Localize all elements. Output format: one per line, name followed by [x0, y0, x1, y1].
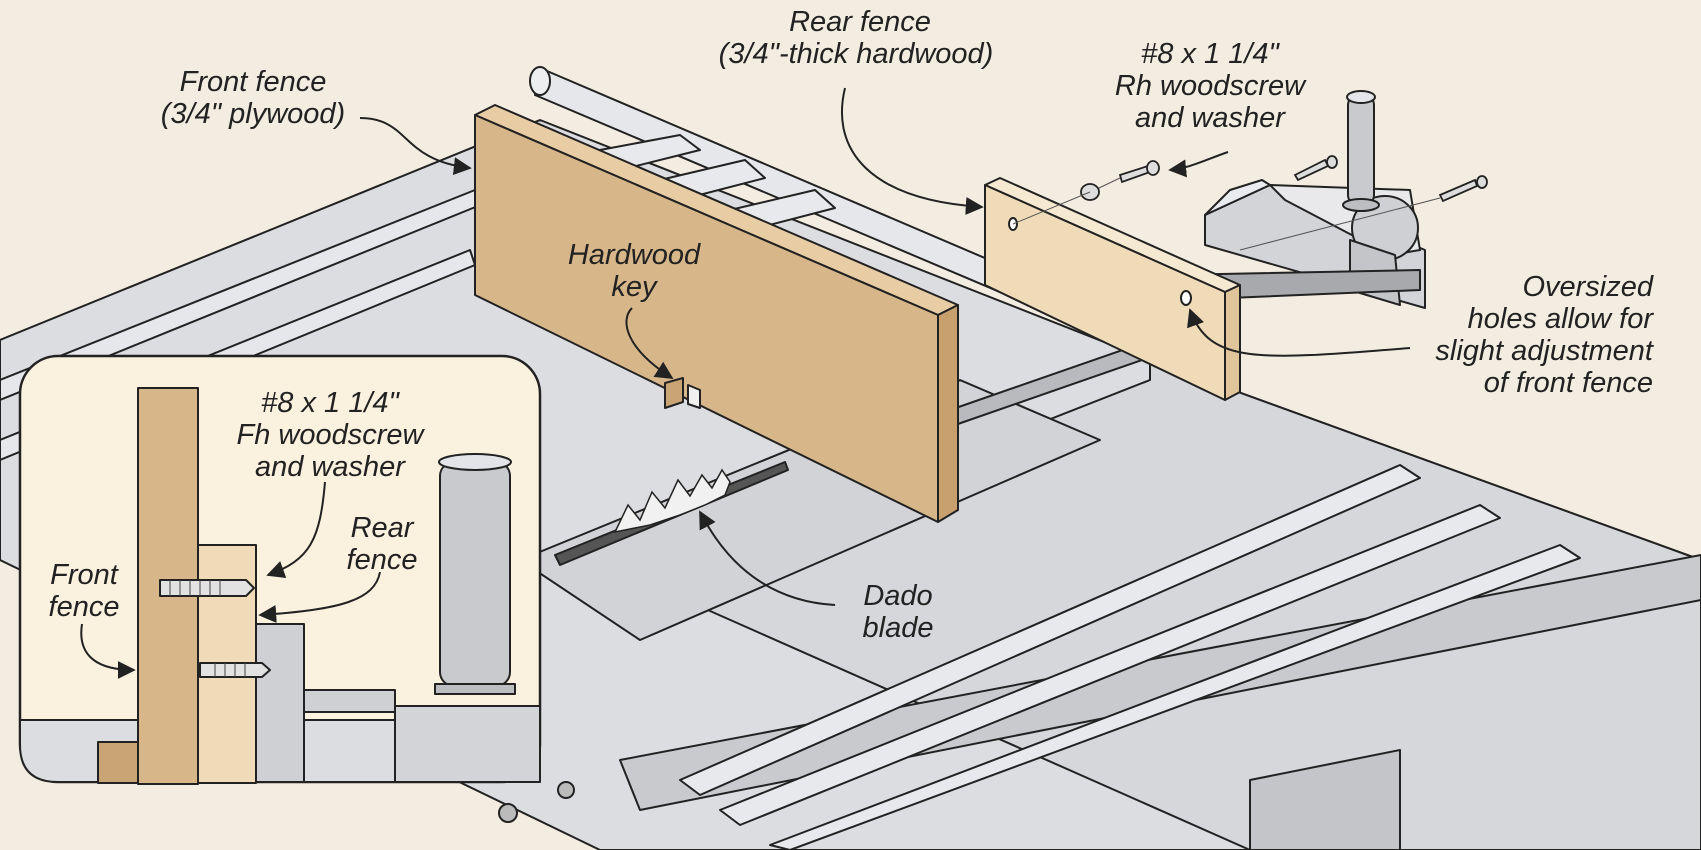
label-inset-rear-fence-2: fence — [347, 544, 418, 576]
rear-fence — [984, 177, 1241, 401]
inset-handle — [439, 461, 511, 687]
label-oversized-1: Oversized — [1522, 271, 1653, 303]
label-rh-screw-3: and washer — [1135, 102, 1286, 134]
leader-lines — [80, 87, 1411, 679]
dado-blade — [613, 468, 731, 534]
miter-gauge — [1169, 90, 1426, 309]
label-rear-fence-2: (3/4"-thick hardwood) — [719, 38, 994, 70]
label-oversized-3: slight adjustment — [1435, 335, 1655, 367]
front-fence — [474, 104, 959, 523]
label-oversized-2: holes allow for — [1468, 303, 1655, 335]
labels: Front fence (3/4" plywood) Rear fence (3… — [49, 6, 1655, 644]
label-front-fence-2: (3/4" plywood) — [161, 98, 345, 130]
label-inset-fh-screw-2: Fh woodscrew — [237, 419, 426, 451]
label-inset-front-fence-1: Front — [50, 559, 120, 591]
label-rh-screw-1: #8 x 1 1/4" — [1141, 38, 1280, 70]
inset-detail — [18, 354, 542, 785]
screw-alignment-lines — [1012, 177, 1441, 251]
label-front-fence-1: Front fence — [180, 66, 327, 98]
label-dado-1: Dado — [863, 580, 932, 612]
label-inset-fh-screw-3: and washer — [255, 451, 406, 483]
label-oversized-4: of front fence — [1484, 367, 1653, 399]
label-rear-fence-1: Rear fence — [789, 6, 931, 38]
label-dado-2: blade — [863, 612, 934, 644]
label-hardwood-key-2: key — [611, 271, 658, 303]
label-inset-front-fence-2: fence — [49, 591, 120, 623]
label-inset-fh-screw-1: #8 x 1 1/4" — [261, 387, 400, 419]
label-hardwood-key-1: Hardwood — [568, 239, 701, 271]
label-rh-screw-2: Rh woodscrew — [1115, 70, 1307, 102]
label-inset-rear-fence-1: Rear — [351, 512, 415, 544]
inset-screw-threads — [169, 580, 246, 677]
